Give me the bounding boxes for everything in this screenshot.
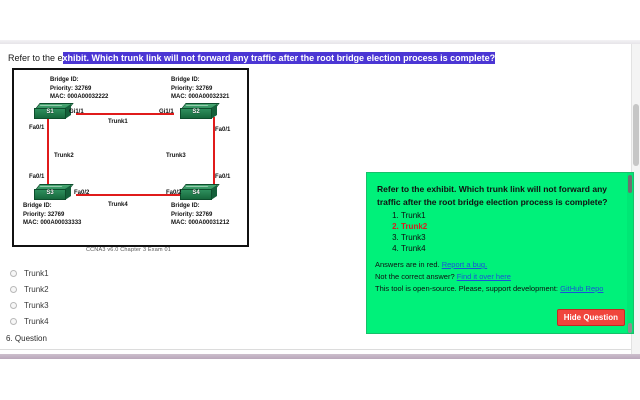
- answer-label-trunk2: Trunk2: [24, 285, 49, 294]
- exhibit-caption: CCNA3 v6.0 Chapter 3 Exam 01: [85, 247, 172, 253]
- overlay-options-list: Trunk1 Trunk2 Trunk3 Trunk4: [381, 210, 633, 254]
- s1-priority: Priority: 32769: [50, 85, 92, 92]
- s2-mac: MAC: 000A00032321: [171, 94, 230, 100]
- report-a-bug-link[interactable]: Report a bug.: [441, 260, 488, 269]
- label-trunk4: Trunk4: [108, 202, 128, 208]
- label-trunk3: Trunk3: [166, 153, 186, 159]
- exhibit-diagram: Bridge ID: Priority: 32769 MAC: 000A0003…: [12, 68, 249, 247]
- switch-s4-label: S4: [192, 190, 200, 196]
- s4-mac: MAC: 000A00031212: [171, 220, 230, 226]
- label-s1-fa0-1: Fa0/1: [29, 125, 45, 131]
- s3-mac: MAC: 000A00033333: [23, 220, 82, 226]
- overlay-option-trunk3: Trunk3: [401, 232, 633, 243]
- label-s2-fa0-1: Fa0/1: [215, 127, 231, 133]
- switch-s2-label: S2: [192, 109, 200, 115]
- s1-bridge-info: Bridge ID: Priority: 32769 MAC: 000A0003…: [50, 76, 108, 102]
- label-s2-gi1-1: Gi1/1: [159, 109, 174, 115]
- overlay-question-text: Refer to the exhibit. Which trunk link w…: [377, 184, 608, 207]
- radio-icon-trunk3[interactable]: [10, 302, 17, 309]
- s2-bridge-info: Bridge ID: Priority: 32769 MAC: 000A0003…: [171, 76, 229, 102]
- overlay-option-trunk1: Trunk1: [401, 210, 633, 221]
- answer-options-list: Trunk1 Trunk2 Trunk3 Trunk4: [8, 266, 308, 330]
- label-trunk1: Trunk1: [108, 119, 128, 125]
- overlay-scrollbar[interactable]: [627, 173, 633, 333]
- overlay-scrollbar-thumb-top[interactable]: [628, 175, 632, 193]
- browser-chrome-top: [0, 0, 640, 40]
- radio-icon-trunk1[interactable]: [10, 270, 17, 277]
- trunk4-link-line: [76, 194, 196, 196]
- s3-bridge-info: Bridge ID: Priority: 32769 MAC: 000A0003…: [23, 202, 81, 228]
- overlay-option-trunk4: Trunk4: [401, 243, 633, 254]
- trunk1-link-line: [76, 113, 174, 115]
- find-it-over-here-link[interactable]: Find it over here: [456, 272, 511, 281]
- section-divider: [0, 349, 640, 350]
- answer-option-row[interactable]: Trunk3: [8, 298, 308, 314]
- label-s4-fa0-1: Fa0/1: [215, 174, 231, 180]
- s4-priority: Priority: 32769: [171, 211, 213, 218]
- answer-label-trunk1: Trunk1: [24, 269, 49, 278]
- label-s3-fa0-1: Fa0/1: [29, 174, 45, 180]
- answer-label-trunk3: Trunk3: [24, 301, 49, 310]
- s2-priority: Priority: 32769: [171, 85, 213, 92]
- radio-icon-trunk4[interactable]: [10, 318, 17, 325]
- label-s4-fa0-2: Fa0/2: [166, 190, 182, 196]
- answer-overlay-panel: Refer to the exhibit. Which trunk link w…: [366, 172, 634, 334]
- radio-icon-trunk2[interactable]: [10, 286, 17, 293]
- overlay-scrollbar-thumb-bottom[interactable]: [628, 323, 632, 333]
- overlay-footer-line-2: Not the correct answer? Find it over her…: [375, 271, 629, 283]
- page-scrollbar-thumb[interactable]: [633, 104, 639, 166]
- s2-bridge-id-title: Bridge ID:: [171, 77, 200, 83]
- answer-label-trunk4: Trunk4: [24, 317, 49, 326]
- switch-s1-icon: S1: [34, 103, 74, 120]
- page-top-edge: [0, 40, 640, 44]
- answer-option-row[interactable]: Trunk4: [8, 314, 308, 330]
- trunk3-link-line: [213, 117, 215, 189]
- overlay-option-trunk2-correct: Trunk2: [401, 221, 633, 232]
- question-prompt-highlighted[interactable]: xhibit. Which trunk link will not forwar…: [62, 52, 496, 64]
- question-prompt-lead: Refer to the e: [8, 53, 63, 63]
- question-prompt: Refer to the exhibit. Which trunk link w…: [8, 52, 496, 64]
- overlay-footer: Answers are in red. Report a bug. Not th…: [375, 259, 629, 295]
- switch-s3-icon: S3: [34, 184, 74, 201]
- switch-s4-icon: S4: [180, 184, 220, 201]
- s3-priority: Priority: 32769: [23, 211, 65, 218]
- s4-bridge-id-title: Bridge ID:: [171, 203, 200, 209]
- trunk2-link-line: [47, 117, 49, 189]
- s4-bridge-info: Bridge ID: Priority: 32769 MAC: 000A0003…: [171, 202, 229, 228]
- next-question-heading: 6. Question: [6, 334, 47, 343]
- s1-mac: MAC: 000A00032222: [50, 94, 109, 100]
- overlay-open-source-text: This tool is open-source. Please, suppor…: [375, 284, 559, 293]
- overlay-footer-line-1: Answers are in red. Report a bug.: [375, 259, 629, 271]
- switch-s3-label: S3: [46, 190, 54, 196]
- browser-chrome-bottom: [0, 359, 640, 400]
- hide-question-button[interactable]: Hide Question: [556, 309, 625, 326]
- overlay-footer-line-3: This tool is open-source. Please, suppor…: [375, 283, 629, 295]
- overlay-not-correct-text: Not the correct answer?: [375, 272, 455, 281]
- switch-s2-icon: S2: [180, 103, 220, 120]
- page-bottom-edge: [0, 354, 640, 359]
- answer-option-row[interactable]: Trunk2: [8, 282, 308, 298]
- switch-s1-label: S1: [46, 109, 54, 115]
- label-s3-fa0-2: Fa0/2: [74, 190, 90, 196]
- label-s1-gi1-1: Gi1/1: [69, 109, 84, 115]
- github-repo-link[interactable]: GitHub Repo: [560, 284, 604, 293]
- s3-bridge-id-title: Bridge ID:: [23, 203, 52, 209]
- answer-option-row[interactable]: Trunk1: [8, 266, 308, 282]
- s1-bridge-id-title: Bridge ID:: [50, 77, 79, 83]
- label-trunk2: Trunk2: [54, 153, 74, 159]
- overlay-answers-red-text: Answers are in red.: [375, 260, 440, 269]
